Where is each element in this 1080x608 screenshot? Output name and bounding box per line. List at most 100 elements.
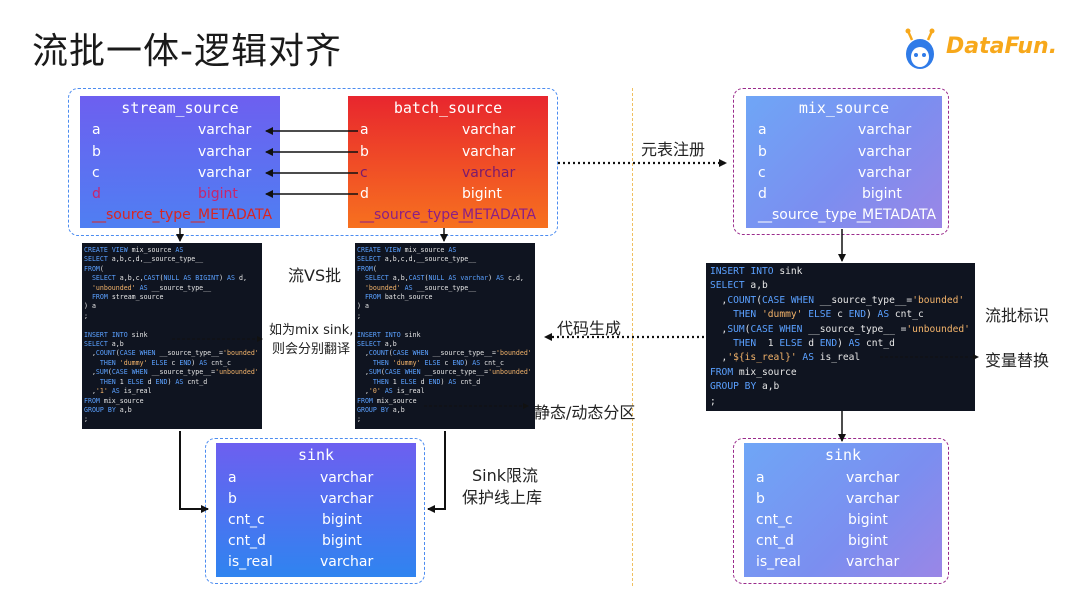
table-name: batch_source xyxy=(393,99,503,117)
code-line: FROM( xyxy=(357,264,377,273)
code-line: THEN 'dummy' ELSE c END) AS cnt_c xyxy=(372,358,505,367)
code-line: 'unbounded' AS __source_type__ xyxy=(91,283,212,292)
column-mapping-arrows xyxy=(265,127,358,198)
batch-code-to-sink-arrow xyxy=(427,431,446,513)
table-row-metadata: __source_type__METADATA xyxy=(360,207,537,223)
code-line: ,SUM(CASE WHEN __source_type__='unbounde… xyxy=(357,368,532,377)
code-line: FROM batch_source xyxy=(364,293,433,302)
page-title: 流批一体-逻辑对齐 xyxy=(32,31,342,72)
code-line: THEN 1 ELSE d END) AS cnt_d xyxy=(733,338,895,350)
code-line: FROM mix_source xyxy=(710,366,797,378)
sink-limit-label-1: Sink限流 xyxy=(472,466,539,485)
code-line: ,'1' AS is_real xyxy=(84,387,152,396)
table-name: mix_source xyxy=(798,99,890,117)
code-line: ; xyxy=(84,311,88,320)
code-line: ; xyxy=(710,395,716,407)
var-replace-label: 变量替换 xyxy=(985,351,1050,370)
code-line: SELECT a,b xyxy=(84,340,124,349)
code-line: ,'0' AS is_real xyxy=(357,387,425,396)
table-name: sink xyxy=(297,446,335,464)
code-line: THEN 1 ELSE d END) AS cnt_d xyxy=(99,377,208,386)
code-line: ; xyxy=(84,415,88,424)
static-dynamic-partition-label: 静态/动态分区 xyxy=(534,403,636,422)
code-line: ,COUNT(CASE WHEN __source_type__='bounde… xyxy=(84,349,259,358)
compile-note-line1: 如为mix sink, xyxy=(269,323,354,338)
code-line: SELECT a,b,c,d,__source_type__ xyxy=(84,255,204,264)
code-line: ,COUNT(CASE WHEN __source_type__='bounde… xyxy=(357,349,532,358)
code-line: INSERT INTO sink xyxy=(710,266,803,277)
table-row: __source_type__METADATA xyxy=(758,207,937,223)
datafun-logo: DataFun. xyxy=(902,28,1072,72)
code-line: GROUP BY a,b xyxy=(84,405,132,414)
code-line: ,SUM(CASE WHEN __source_type__='unbounde… xyxy=(84,368,259,377)
meta-register-label: 元表注册 xyxy=(641,140,706,159)
code-line: CREATE VIEW mix_source AS xyxy=(84,246,184,254)
code-line: GROUP BY a,b xyxy=(357,405,405,414)
stream-code-to-sink-arrow xyxy=(179,431,209,513)
code-line: THEN 'dummy' ELSE c END) AS cnt_c xyxy=(733,309,924,321)
code-line: SELECT a,b,c,d,__source_type__ xyxy=(357,255,477,264)
code-line: INSERT INTO sink xyxy=(84,330,148,339)
code-line: FROM stream_source xyxy=(91,293,164,302)
code-line: ; xyxy=(357,415,361,424)
code-line: SELECT a,b,c,CAST(NULL AS BIGINT) AS d, xyxy=(91,274,247,283)
code-line: THEN 'dummy' ELSE c END) AS cnt_c xyxy=(99,358,232,367)
code-line: 'bounded' AS __source_type__ xyxy=(364,283,477,292)
code-line: FROM( xyxy=(84,264,104,273)
code-line: ) a xyxy=(84,302,96,311)
code-line: ,'${is_real}' AS is_real xyxy=(710,352,861,364)
code-line: ,SUM(CASE WHEN __source_type__ ='unbound… xyxy=(710,323,970,335)
codegen-label: 代码生成 xyxy=(557,319,622,338)
flag-label: 流批标识 xyxy=(985,306,1050,325)
code-line: THEN 1 ELSE d END) AS cnt_d xyxy=(372,377,481,386)
stream-vs-batch-label: 流VS批 xyxy=(288,266,342,285)
code-line: SELECT a,b xyxy=(710,280,768,292)
code-line: SELECT a,b,CAST(NULL AS varchar) AS c,d, xyxy=(364,274,524,283)
table-name: stream_source xyxy=(121,99,239,117)
table-name: sink xyxy=(824,446,862,464)
code-line: CREATE VIEW mix_source AS xyxy=(357,246,457,254)
code-line: GROUP BY a,b xyxy=(710,381,780,393)
code-line: ) a xyxy=(357,302,369,311)
code-line: INSERT INTO sink xyxy=(357,330,421,339)
compile-note-line2: 则会分别翻译 xyxy=(272,342,351,357)
logo-text: DataFun. xyxy=(946,34,1058,59)
code-line: FROM mix_source xyxy=(84,396,144,405)
table-row-metadata: __source_type__METADATA xyxy=(92,207,273,223)
logo-mascot-icon xyxy=(905,28,935,69)
code-line: ; xyxy=(357,311,361,320)
code-line: ,COUNT(CASE WHEN __source_type__='bounde… xyxy=(710,294,965,306)
sources-group-frame xyxy=(68,88,558,236)
code-line: FROM mix_source xyxy=(357,396,417,405)
mix-source-frame xyxy=(733,88,949,235)
